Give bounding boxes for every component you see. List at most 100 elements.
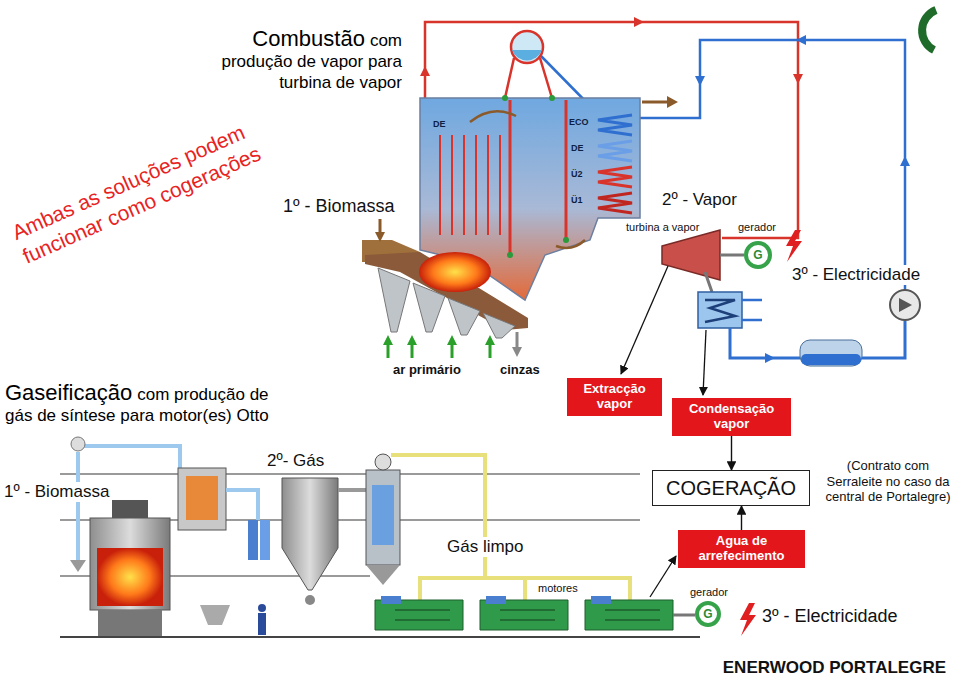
gas-engine bbox=[375, 600, 673, 630]
tank-water bbox=[801, 354, 861, 365]
fuel-hopper bbox=[112, 500, 148, 518]
ash-bin bbox=[200, 605, 230, 625]
vessel-content bbox=[186, 476, 218, 520]
person bbox=[258, 604, 266, 612]
label-holder: 2º - Vapor bbox=[662, 190, 737, 210]
label-holder: 1º - Biomassa bbox=[2, 482, 111, 502]
label-holder: ar primário bbox=[393, 362, 461, 378]
lightning-symbol bbox=[786, 230, 802, 262]
flame bbox=[419, 252, 491, 292]
part-label: Gás limpo bbox=[445, 537, 526, 557]
part-label: gerador bbox=[738, 221, 776, 234]
valve bbox=[305, 595, 315, 605]
boiler-body bbox=[420, 98, 640, 300]
evaporator-coil bbox=[598, 141, 632, 161]
part-label: Ü1 bbox=[571, 196, 583, 206]
funnel bbox=[70, 560, 86, 572]
step-label: 2º- Gás bbox=[267, 451, 324, 471]
engine-part bbox=[381, 596, 611, 604]
label-holder: Gás limpo bbox=[445, 537, 526, 557]
generator-symbol: G bbox=[744, 241, 772, 269]
generator-symbol: G bbox=[695, 601, 721, 627]
gasifier-fire bbox=[97, 548, 163, 606]
gas-duct bbox=[226, 490, 258, 520]
label-holder: 3º - Electricidade bbox=[790, 265, 922, 285]
condenser bbox=[698, 292, 742, 328]
shaft bbox=[705, 255, 744, 292]
process-box: Extracção vapor bbox=[567, 378, 662, 416]
scrubber-inner bbox=[372, 485, 394, 545]
part-label: Ü2 bbox=[571, 170, 583, 180]
ash-arrow-head bbox=[512, 347, 522, 357]
part-label: cinzas bbox=[500, 362, 540, 378]
air-arrow-head bbox=[383, 335, 495, 345]
label-holder: 1º - Biomassa bbox=[283, 196, 395, 218]
process-box: COGERAÇÃO bbox=[652, 470, 810, 506]
heading-block: Combustãocom produção de vapor para turb… bbox=[202, 26, 402, 93]
flue-gas-arrow-head bbox=[667, 96, 678, 108]
note: (Contrato com Serraleite no caso da cent… bbox=[822, 458, 954, 505]
label-holder: ECO bbox=[569, 118, 589, 128]
node-text: Agua de arrefecimento bbox=[684, 534, 799, 564]
leader-arrow bbox=[703, 330, 706, 395]
feed-arrow-head bbox=[375, 232, 385, 242]
scrubber-cone bbox=[366, 565, 400, 585]
flow-arrow bbox=[731, 436, 732, 470]
scrubber bbox=[366, 470, 400, 565]
section-heading: Combustão bbox=[252, 26, 365, 51]
clean-gas-pipe bbox=[391, 455, 632, 600]
filter bbox=[260, 520, 270, 560]
node-text: G bbox=[703, 608, 712, 620]
engine-detail bbox=[395, 610, 660, 620]
storage-vessel bbox=[178, 468, 226, 530]
company-name: ENERWOOD PORTALEGRE bbox=[723, 658, 946, 678]
label-holder: motores bbox=[538, 582, 578, 595]
step-label: 1º - Biomassa bbox=[2, 482, 111, 502]
flue-gas-arrow bbox=[642, 101, 668, 104]
label-holder: turbina a vapor bbox=[626, 221, 699, 234]
feedwater-pipe bbox=[634, 40, 905, 290]
boiler-tubes bbox=[440, 135, 500, 235]
step-label: 2º - Vapor bbox=[662, 190, 737, 210]
fan bbox=[71, 437, 85, 451]
leader-arrow bbox=[650, 556, 676, 597]
drum-water bbox=[512, 50, 542, 60]
boiler-wall bbox=[510, 100, 566, 255]
label-holder: gerador bbox=[690, 586, 728, 599]
feed-tank bbox=[800, 340, 862, 366]
flow-arrow-head bbox=[420, 17, 803, 84]
cyclone bbox=[282, 478, 338, 590]
person bbox=[258, 613, 266, 635]
part-label: motores bbox=[538, 582, 578, 595]
part-label: ar primário bbox=[393, 362, 461, 378]
step-label: 1º - Biomassa bbox=[283, 196, 395, 218]
label-holder: DE bbox=[571, 144, 584, 154]
part-label: ECO bbox=[569, 118, 589, 128]
pipe-joint bbox=[502, 95, 569, 258]
feed-arrow bbox=[379, 219, 382, 233]
node-text: Condensação vapor bbox=[678, 402, 785, 432]
label-holder: gerador bbox=[738, 221, 776, 234]
gasifier-base bbox=[98, 610, 162, 636]
ash-arrow bbox=[516, 332, 519, 348]
label-holder: Ü2 bbox=[571, 170, 583, 180]
heading-block: Gaseificaçãocom produção de gás de sínte… bbox=[5, 380, 290, 427]
node-text: Extracção vapor bbox=[573, 382, 656, 412]
steam-drum bbox=[511, 31, 543, 63]
lightning-symbol bbox=[740, 603, 756, 636]
process-box: Agua de arrefecimento bbox=[678, 530, 805, 568]
step-label: 3º - Electricidade bbox=[762, 606, 898, 628]
label-holder: ENERWOOD PORTALEGRE bbox=[723, 658, 946, 678]
label-holder: Ambas as soluções podem funcionar como c… bbox=[8, 100, 303, 270]
fan bbox=[375, 454, 391, 470]
section-heading: Gaseificação bbox=[5, 380, 132, 405]
economiser-coil bbox=[598, 115, 632, 135]
air-arrow bbox=[388, 344, 490, 358]
process-box: Condensação vapor bbox=[672, 398, 791, 436]
filter bbox=[248, 520, 258, 560]
flow-arrow bbox=[741, 506, 742, 530]
condensate-pipe bbox=[730, 328, 800, 358]
node-text: G bbox=[753, 249, 762, 261]
pump-symbol bbox=[899, 298, 912, 312]
